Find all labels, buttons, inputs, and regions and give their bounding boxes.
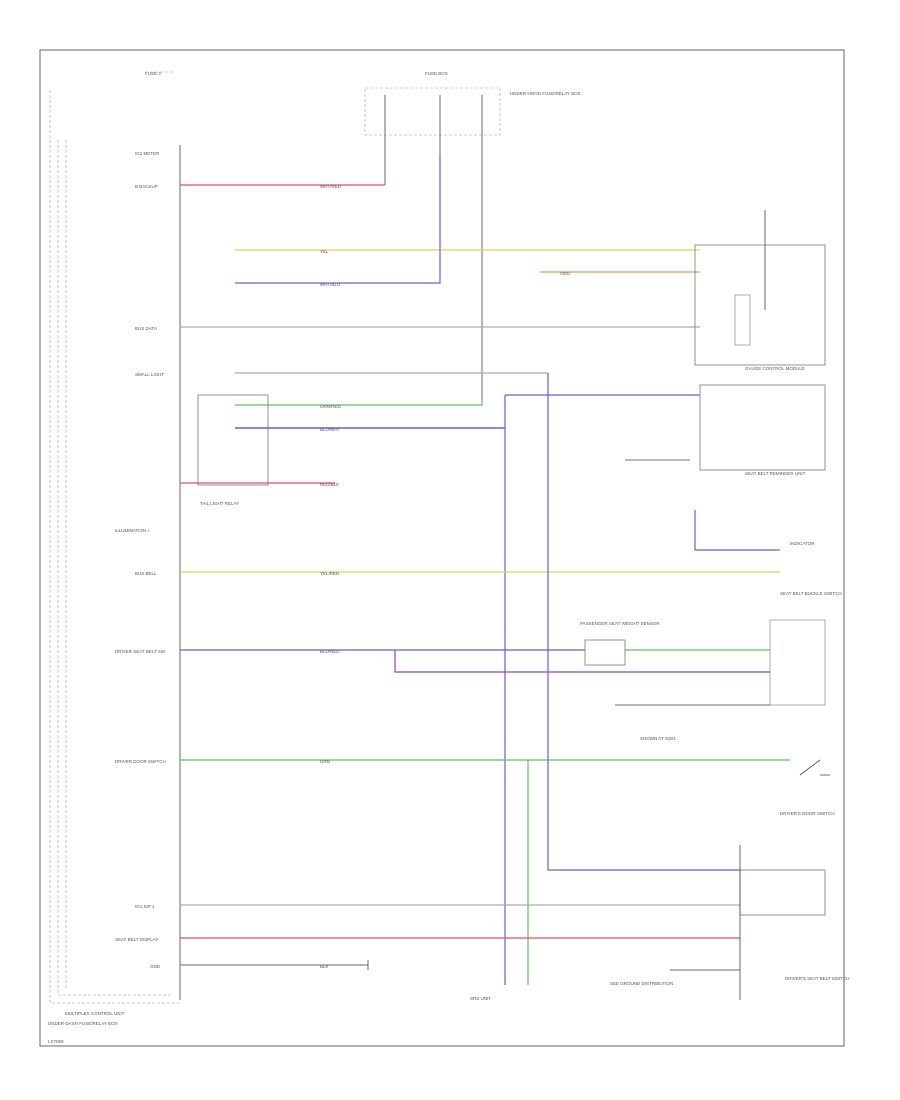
component-label: SEAT BELT BUCKLE SWITCH (780, 591, 842, 596)
component-label: PASSENGER SEAT WEIGHT SENSOR (580, 621, 660, 626)
terminal-label: DRIVER SEAT BELT SW (115, 649, 166, 654)
gauge-control-module (694, 244, 826, 366)
component-label: TAIL LIGHT RELAY (200, 501, 239, 506)
wire-color-label: WHT/BLU (320, 282, 340, 287)
wire-color-label: YEL (320, 249, 329, 254)
terminal-label: BUS DATA (135, 326, 157, 331)
fuse-box-top-label: FUSE BOX (425, 71, 448, 76)
wire-color-label: WHT/RED (320, 184, 342, 189)
terminal-label: DRIVER DOOR SWITCH (115, 759, 166, 764)
wire-color-label: BLU/RED (320, 649, 340, 654)
wire-indicator (694, 510, 780, 551)
terminal-label: ILLUMINATION + (115, 528, 150, 533)
component-label: SHOWN AT G501 (640, 736, 676, 741)
component-label: SEAT BELT REMINDER UNIT (745, 471, 806, 476)
component-label: SRS UNIT (470, 996, 491, 1001)
component-label: SEE GROUND DISTRIBUTION (610, 981, 673, 986)
terminal-label: SEAT BELT DISPLAY (115, 937, 158, 942)
fig-id-label: LX7069 (48, 1039, 64, 1044)
control-unit-boundary-inner (57, 140, 170, 996)
wire-color-label: YEL/RED (320, 571, 340, 576)
terminal-label: IG1 SIP 1 (135, 904, 155, 909)
component-label: INDICATOR (790, 541, 815, 546)
module-name-label: MULTIPLEX CONTROL UNIT (65, 1011, 125, 1016)
component-label: DRIVER'S SEAT BELT SWITCH (785, 976, 850, 981)
wire-color-label: BLK (320, 964, 329, 969)
terminal-label: GND (150, 964, 161, 969)
wire-color-label: GRN/RED (320, 404, 342, 409)
fuse-box-top (364, 87, 501, 136)
wire-color-label: RED/BLK (320, 482, 339, 487)
diagram-frame (39, 49, 845, 1047)
terminal-label: SMALL LIGHT (135, 372, 164, 377)
tail-light-relay (197, 394, 269, 486)
wire-grn-mid (235, 400, 483, 406)
door-switch (799, 759, 830, 776)
wire-color-label: GRN (320, 759, 330, 764)
component-label: DRIVER'S DOOR SWITCH (780, 811, 835, 816)
control-unit-boundary (49, 90, 180, 1004)
wire-seat-belt-purple (394, 650, 770, 673)
terminal-label: B BACKUP (135, 184, 158, 189)
srs-unit (739, 869, 826, 916)
terminal-label: BUS BELL (135, 571, 157, 576)
ground-symbol (360, 960, 369, 970)
terminal-label: IG1 METER (135, 151, 160, 156)
seat-belt-reminder-unit (699, 384, 826, 471)
fuse-box-note-label: UNDER-HOOD FUSE/RELAY BOX (510, 91, 581, 96)
footer-note-label: UNDER-DASH FUSE/RELAY BOX (48, 1021, 118, 1026)
wire-blu-top (235, 155, 441, 284)
seat-weight-sensor (584, 639, 626, 666)
wire-color-label: ORG (560, 271, 571, 276)
seat-belt-buckle-switch (769, 619, 826, 706)
wire-color-label: BLU/WHT (320, 427, 341, 432)
gauge-element (734, 294, 751, 346)
wire-blu-sip (547, 373, 740, 871)
fuse-box-left-label: FUSE 3 (145, 71, 161, 76)
component-label: GAUGE CONTROL MODULE (745, 366, 805, 371)
